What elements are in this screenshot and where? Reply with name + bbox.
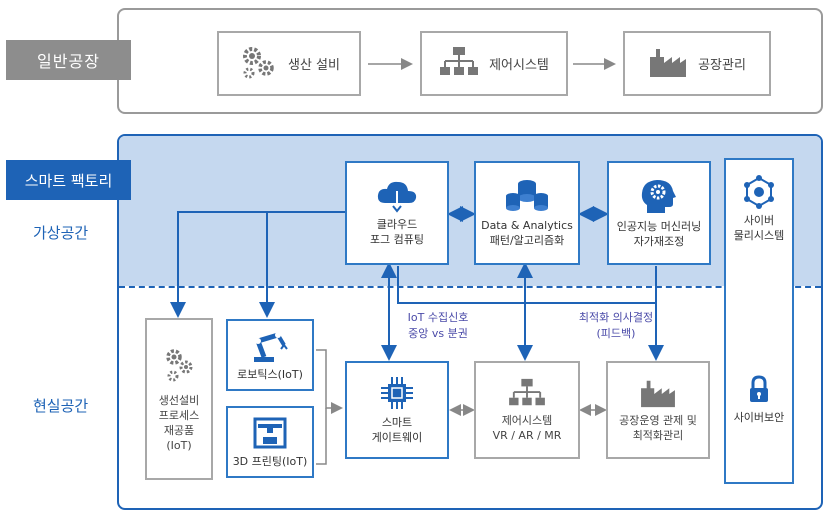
production-equipment-box: 생산 설비 bbox=[217, 31, 361, 96]
production-equipment-label: 생산 설비 bbox=[288, 58, 340, 73]
control-system-box: 제어시스템 bbox=[420, 31, 568, 96]
cloud-computing-box: 클라우드 포그 컴퓨팅 bbox=[345, 161, 449, 265]
gateway-line2: 게이트웨이 bbox=[371, 431, 423, 444]
control-system-label: 제어시스템 bbox=[489, 58, 549, 73]
data-analytics-box: Data & Analytics 패턴/알고리즘화 bbox=[474, 161, 580, 265]
control-line1: 제어시스템 bbox=[501, 414, 553, 427]
smart-gateway-box: 스마트 게이트웨이 bbox=[345, 361, 449, 459]
robotics-box: 로보틱스(IoT) bbox=[226, 319, 314, 391]
ai-machine-learning-box: 인공지능 머신러닝 자가재조정 bbox=[607, 161, 711, 265]
space-divider bbox=[119, 286, 821, 288]
real-space-label: 현실공간 bbox=[33, 397, 89, 415]
iot-signal-note: IoT 수집신호 중앙 vs 분권 bbox=[397, 310, 479, 342]
control-line2: VR / AR / MR bbox=[492, 429, 562, 442]
cyber-physical-line2: 물리시스템 bbox=[733, 229, 785, 242]
equipment-line4: (IoT) bbox=[166, 439, 192, 452]
3d-printing-label: 3D 프린팅(IoT) bbox=[232, 454, 308, 468]
3d-printing-box: 3D 프린팅(IoT) bbox=[226, 406, 314, 478]
chip-icon bbox=[379, 375, 415, 415]
optimization-note: 최적화 의사결정 (피드백) bbox=[560, 310, 672, 342]
factory-management-label: 공장관리 bbox=[698, 58, 746, 73]
ai-line1: 인공지능 머신러닝 bbox=[616, 220, 702, 233]
gears-icon bbox=[162, 345, 196, 387]
network-cube-icon bbox=[724, 175, 794, 213]
cyber-physical-line1: 사이버 bbox=[743, 214, 775, 227]
robotics-label: 로보틱스(IoT) bbox=[237, 367, 303, 381]
brain-gear-icon bbox=[639, 177, 679, 219]
factory-icon bbox=[639, 377, 677, 413]
cyber-physical-system: 사이버 물리시스템 bbox=[724, 175, 794, 243]
equipment-process-box: 생선설비 프로세스 재공품 (IoT) bbox=[145, 318, 213, 480]
smart-control-system-box: 제어시스템 VR / AR / MR bbox=[474, 361, 580, 459]
smart-factory-label: 스마트 팩토리 bbox=[6, 160, 131, 200]
lock-icon bbox=[724, 374, 794, 410]
opt-note-line2: (피드백) bbox=[596, 327, 636, 340]
cloud-line2: 포그 컴퓨팅 bbox=[369, 233, 425, 246]
equipment-line2: 프로세스 bbox=[158, 409, 200, 422]
general-factory-label: 일반공장 bbox=[6, 40, 131, 80]
hierarchy-icon bbox=[508, 377, 546, 413]
factory-mgmt-line2: 최적화관리 bbox=[632, 429, 684, 442]
equipment-line1: 생선설비 bbox=[158, 394, 200, 407]
iot-note-line1: IoT 수집신호 bbox=[407, 311, 469, 324]
equipment-line3: 재공품 bbox=[163, 424, 195, 437]
cyber-security: 사이버보안 bbox=[724, 374, 794, 425]
database-icon bbox=[504, 178, 550, 218]
ai-line2: 자가재조정 bbox=[633, 235, 685, 248]
cloud-icon bbox=[375, 179, 419, 217]
analytics-line1: Data & Analytics bbox=[481, 219, 573, 232]
cyber-security-label: 사이버보안 bbox=[733, 411, 785, 424]
hierarchy-icon bbox=[439, 45, 479, 83]
opt-note-line1: 최적화 의사결정 bbox=[578, 311, 654, 324]
factory-icon bbox=[648, 45, 688, 83]
3d-printer-icon bbox=[252, 416, 288, 454]
analytics-line2: 패턴/알고리즘화 bbox=[489, 234, 565, 247]
virtual-space-label: 가상공간 bbox=[33, 224, 89, 242]
robot-arm-icon bbox=[250, 329, 290, 367]
gears-icon bbox=[238, 42, 278, 86]
cloud-line1: 클라우드 bbox=[376, 218, 418, 231]
iot-note-line2: 중앙 vs 분권 bbox=[408, 327, 468, 340]
factory-management-box: 공장관리 bbox=[623, 31, 771, 96]
factory-operation-box: 공장운영 관제 및 최적화관리 bbox=[606, 361, 710, 459]
gateway-line1: 스마트 bbox=[381, 416, 413, 429]
cyber-column bbox=[724, 158, 794, 484]
factory-mgmt-line1: 공장운영 관제 및 bbox=[619, 414, 697, 427]
